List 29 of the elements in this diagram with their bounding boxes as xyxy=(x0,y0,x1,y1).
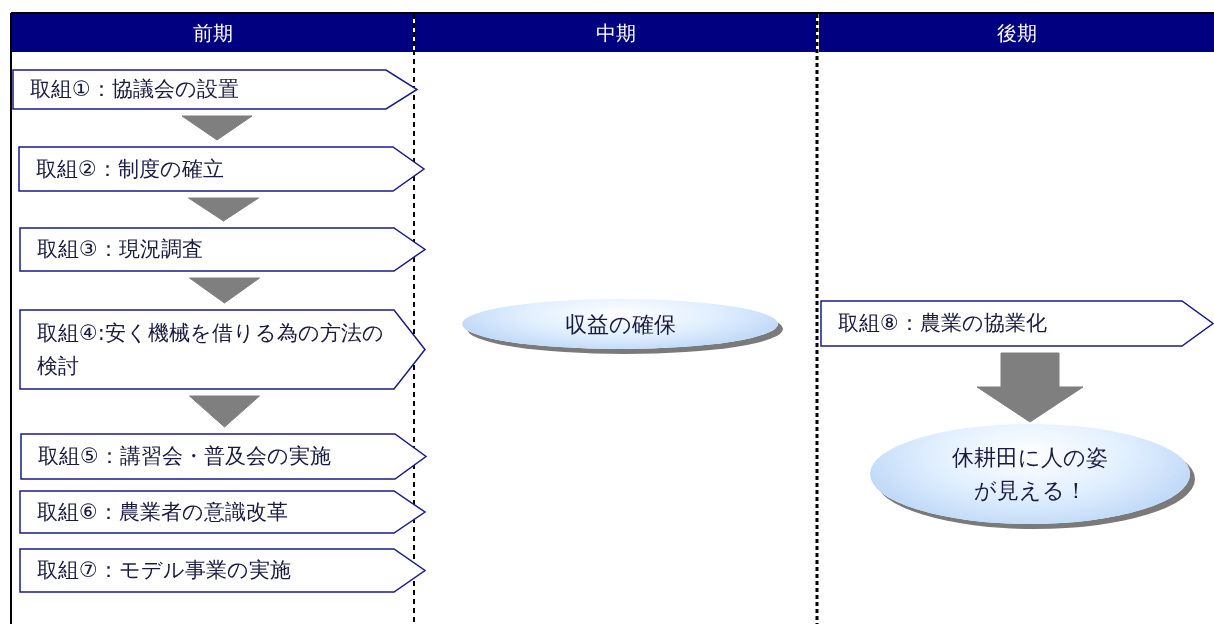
phase-label: 後期 xyxy=(996,19,1037,47)
step-pentagon xyxy=(12,69,418,110)
step-pentagon xyxy=(19,227,426,272)
down-chevron xyxy=(181,115,253,141)
step-label: 取組⑧：農業の協業化 xyxy=(838,310,1048,338)
phase-header xyxy=(12,14,413,52)
step-pentagon xyxy=(18,146,425,192)
phase-header xyxy=(415,14,816,52)
goal-label: 収益の確保 xyxy=(564,310,676,339)
phase-label: 前期 xyxy=(192,19,233,47)
step-pentagon xyxy=(19,548,426,593)
step-label: 取組⑦：モデル事業の実施 xyxy=(37,557,292,585)
phase-label: 中期 xyxy=(595,19,636,47)
step-pentagon xyxy=(820,300,1214,347)
step-label: 取組②：制度の確立 xyxy=(36,155,225,183)
down-chevron xyxy=(189,277,260,304)
step-label: 取組③：現況調査 xyxy=(37,236,204,264)
goal-label: 休耕田に人の姿が見える！ xyxy=(951,444,1109,505)
step-label: 取組⑥：農業者の意識改革 xyxy=(37,498,289,526)
down-chevron xyxy=(188,197,259,222)
block-arrow xyxy=(976,352,1084,423)
step-pentagon xyxy=(20,433,427,480)
step-label: 取組④:安く機械を借りる為の方法の検討 xyxy=(37,319,385,380)
step-label: 取組⑤：講習会・普及会の実施 xyxy=(38,443,332,471)
step-pentagon xyxy=(19,309,426,390)
down-chevron xyxy=(189,395,260,428)
phase-header xyxy=(819,14,1214,52)
step-pentagon xyxy=(19,490,426,534)
step-label: 取組①：協議会の設置 xyxy=(30,76,240,104)
